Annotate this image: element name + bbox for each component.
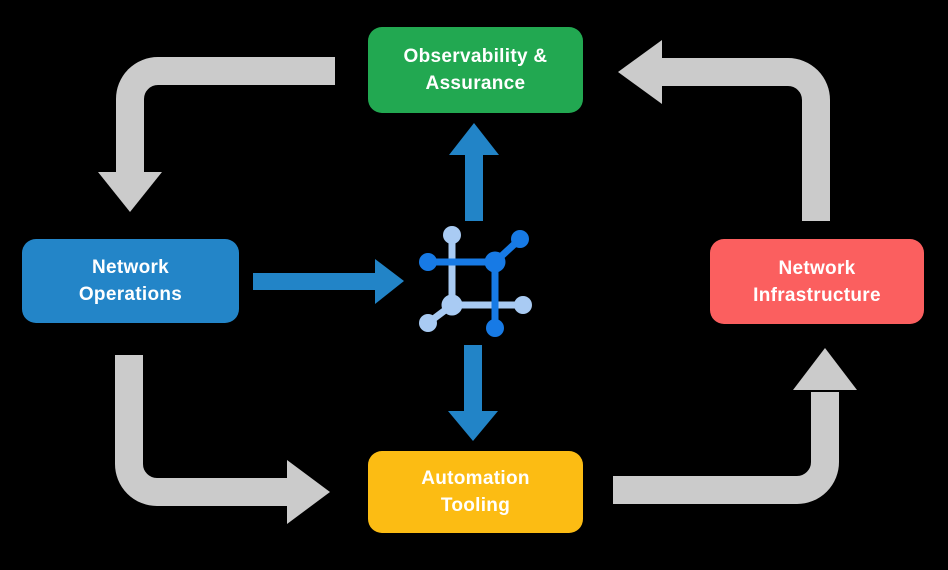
network-hub-icon bbox=[419, 226, 532, 337]
network-hub-icon-dark-half bbox=[419, 230, 529, 337]
hub-node-bottom-left bbox=[419, 314, 437, 332]
node-network-operations: Network Operations bbox=[22, 239, 239, 323]
cycle-arrowhead-left-icon bbox=[618, 40, 662, 104]
hub-arrowhead-up-icon bbox=[449, 123, 499, 155]
hub-arrow-hub-to-automation bbox=[448, 345, 498, 441]
cycle-arrow-infrastructure-to-observability bbox=[618, 40, 830, 221]
node-label: Network Infrastructure bbox=[753, 257, 881, 306]
hub-node-top bbox=[443, 226, 461, 244]
cycle-arrow-shaft bbox=[613, 392, 839, 504]
cycle-arrow-shaft bbox=[116, 57, 335, 174]
hub-arrowhead-right-icon bbox=[375, 259, 404, 304]
hub-corner-top-right bbox=[484, 251, 506, 273]
hub-arrow-shaft bbox=[464, 345, 482, 413]
node-label: Observability & Assurance bbox=[403, 46, 548, 94]
hub-node-left bbox=[419, 253, 437, 271]
network-hub-icon-light-half bbox=[419, 226, 532, 332]
hub-node-top-right bbox=[511, 230, 529, 248]
cycle-arrow-shaft bbox=[662, 58, 830, 221]
hub-arrow-shaft bbox=[253, 273, 375, 290]
hub-arrow-shaft bbox=[465, 153, 483, 221]
cycle-arrowhead-right-icon bbox=[287, 460, 330, 524]
cycle-arrow-observability-to-operations bbox=[98, 57, 335, 212]
hub-corner-bottom-left bbox=[441, 294, 463, 316]
node-observability-assurance: Observability & Assurance bbox=[368, 27, 583, 113]
hub-arrow-hub-to-observability bbox=[449, 123, 499, 221]
cycle-arrow-automation-to-infrastructure bbox=[613, 348, 857, 504]
hub-arrowhead-down-icon bbox=[448, 411, 498, 441]
node-label: Network Operations bbox=[78, 257, 183, 305]
node-automation-tooling: Automation Tooling bbox=[368, 451, 583, 533]
cycle-arrowhead-down-icon bbox=[98, 172, 162, 212]
cycle-arrowhead-up-icon bbox=[793, 348, 857, 390]
hub-node-right bbox=[514, 296, 532, 314]
hub-arrow-operations-to-hub bbox=[253, 259, 404, 304]
cycle-arrow-shaft bbox=[115, 355, 289, 506]
hub-node-bottom bbox=[486, 319, 504, 337]
node-network-infrastructure: Network Infrastructure bbox=[710, 239, 924, 324]
cycle-arrow-operations-to-automation bbox=[115, 355, 330, 524]
node-label: Automation Tooling bbox=[421, 468, 530, 516]
